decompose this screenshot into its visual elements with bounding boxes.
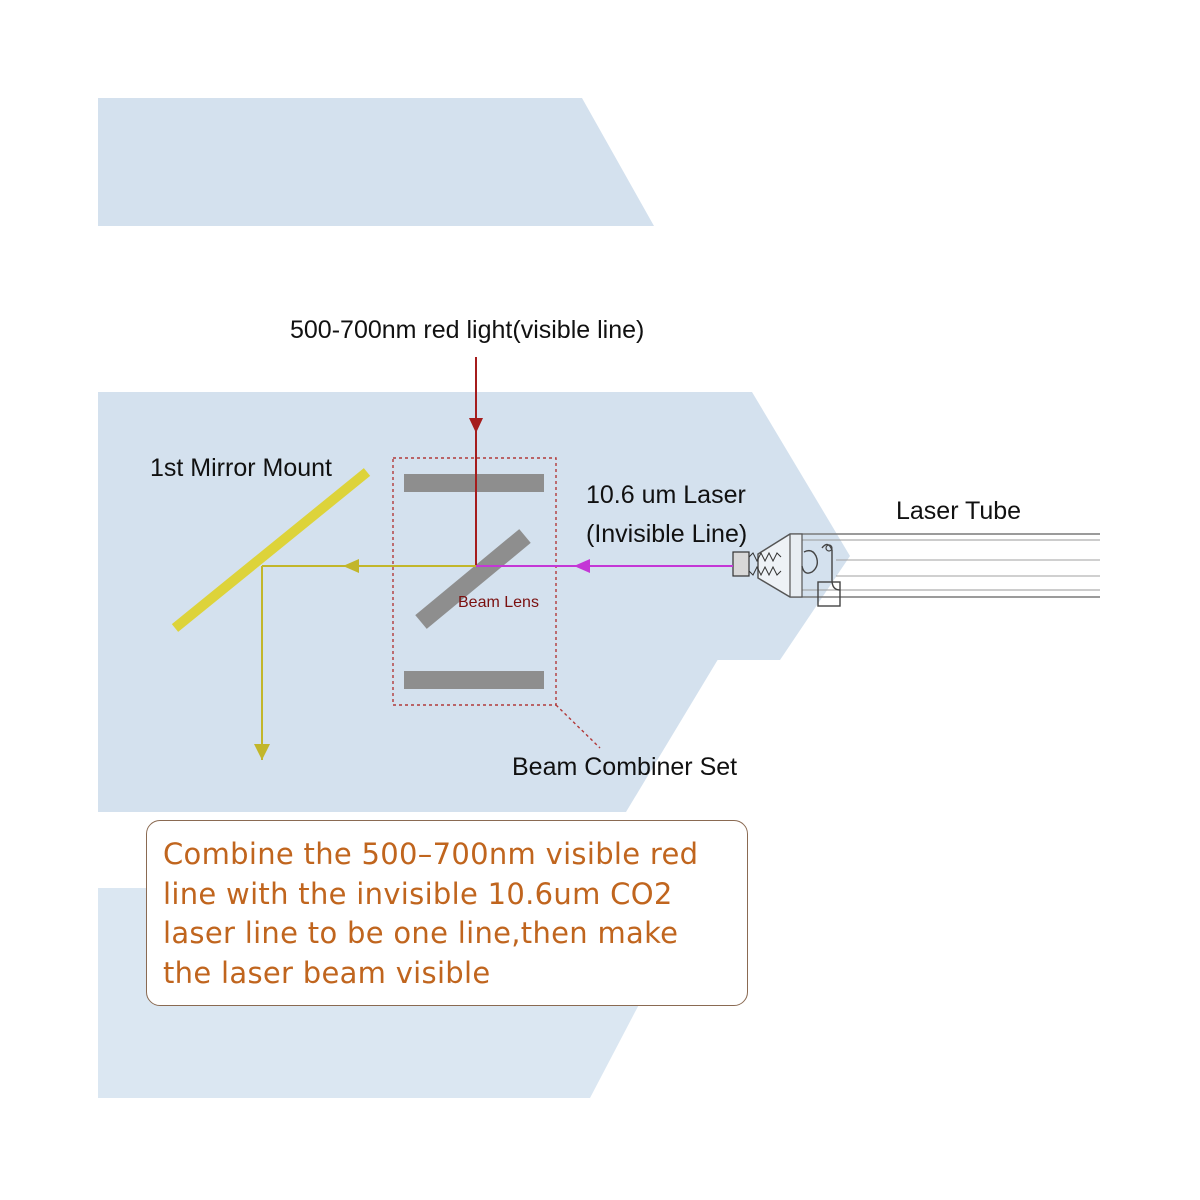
combined-beam-arrowhead xyxy=(343,559,359,573)
first-mirror-label: 1st Mirror Mount xyxy=(150,454,332,482)
description-text: Combine the 500–700nm visible red line w… xyxy=(163,835,743,993)
laser-tube-label: Laser Tube xyxy=(896,497,1022,525)
lower-lens-plate xyxy=(404,671,544,689)
beam-combiner-leader xyxy=(555,704,601,749)
co2-laser-label-line1: 10.6 um Laser xyxy=(586,481,746,509)
description-line-2: line with the invisible 10.6um CO2 xyxy=(163,876,673,911)
background-band-middle xyxy=(98,392,850,660)
first-mirror xyxy=(171,468,371,632)
background-band-left-strip xyxy=(98,660,320,812)
red-light-label: 500-700nm red light(visible line) xyxy=(290,316,645,344)
reflected-beam-arrowhead xyxy=(254,744,270,760)
red-light-arrowhead xyxy=(469,418,483,433)
background-band-top xyxy=(98,98,654,226)
description-note: Combine the 500–700nm visible red line w… xyxy=(146,820,748,1006)
beam-lens-label: Beam Lens xyxy=(458,594,539,611)
background-band-lower xyxy=(220,656,720,812)
co2-laser-label-line2: (Invisible Line) xyxy=(586,520,748,548)
upper-lens-plate xyxy=(404,474,544,492)
co2-laser-arrowhead xyxy=(574,559,590,573)
description-line-3: laser line to be one line,then make xyxy=(163,916,679,950)
beam-combiner-outline xyxy=(392,457,557,706)
beam-lens xyxy=(415,529,531,629)
laser-tube xyxy=(732,533,1100,607)
beam-combiner-label: Beam Combiner Set xyxy=(512,753,738,781)
description-line-4: the laser beam visible xyxy=(163,955,491,990)
description-line-1: Combine the 500–700nm visible red xyxy=(163,837,699,871)
